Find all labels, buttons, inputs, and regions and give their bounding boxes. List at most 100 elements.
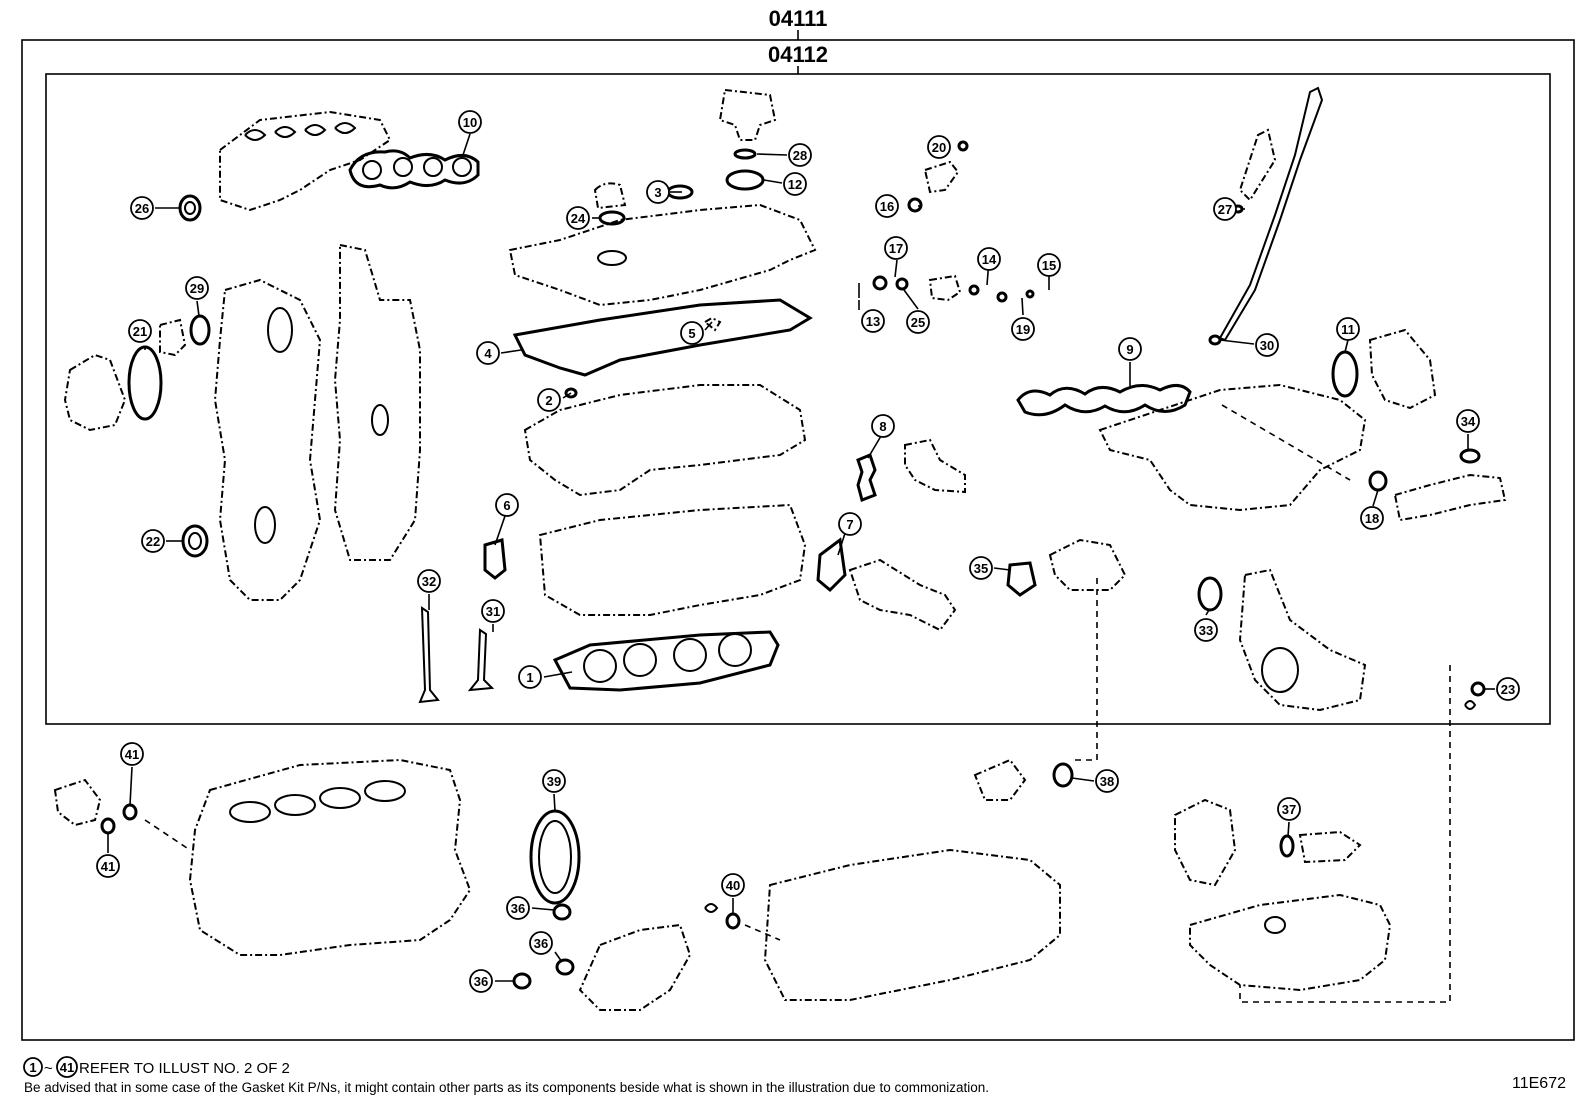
callout-24: 24 [566, 206, 590, 230]
gasket-33-drawing [1197, 576, 1223, 612]
callout-36b: 36 [529, 931, 553, 955]
callout-label: 13 [866, 314, 880, 329]
oil-dipstick-drawing [1218, 86, 1324, 342]
callout-27: 27 [1213, 197, 1237, 221]
callout-label: 37 [1282, 802, 1296, 817]
intake-manifold-drawing [1098, 383, 1367, 512]
timing-cover-seal-21-drawing [127, 345, 163, 421]
temp-sensor-drawing [928, 274, 962, 302]
callout-label: 14 [982, 252, 997, 267]
exhaust-manifold-gasket-drawing [348, 149, 480, 190]
callout-38: 38 [1095, 769, 1119, 793]
o-ring-29-drawing [189, 314, 211, 346]
gasket-18-drawing [1368, 470, 1388, 492]
valve-31-drawing [467, 628, 495, 692]
leader-lines [107, 133, 1495, 982]
o-ring-28-drawing [733, 148, 757, 160]
callout-13: 13 [861, 309, 885, 333]
drain-plug-gasket-23-drawing [1470, 681, 1486, 697]
callout-32: 32 [417, 569, 441, 593]
callout-label: 36 [534, 936, 548, 951]
callout-8: 8 [871, 414, 895, 438]
callout-label: 41 [125, 747, 139, 762]
gasket-38-drawing [1052, 762, 1074, 788]
callout-40: 40 [721, 873, 745, 897]
callout-29: 29 [185, 276, 209, 300]
callout-7: 7 [838, 512, 862, 536]
callout-label: 23 [1501, 682, 1515, 697]
head-gasket-1-drawing [552, 630, 780, 692]
callout-22: 22 [141, 529, 165, 553]
callout-30: 30 [1255, 333, 1279, 357]
o-ring-36c-drawing [512, 972, 532, 990]
washer-17-drawing [872, 275, 888, 291]
o-ring-41a-drawing [122, 803, 138, 821]
footer-tilde: ~ [44, 1060, 53, 1077]
o-ring-41b-drawing [100, 817, 116, 835]
gasket-35-drawing [1006, 561, 1037, 597]
oil-pump-drawing [578, 923, 692, 1011]
callout-label: 15 [1042, 258, 1056, 273]
gasket-16-drawing [907, 197, 923, 213]
o-ring-36b-drawing [555, 958, 575, 976]
o-ring-30-drawing [1208, 334, 1222, 346]
callout-label: 34 [1461, 414, 1476, 429]
callout-label: 1 [526, 670, 533, 685]
callout-41b: 41 [96, 854, 120, 878]
callout-label: 29 [190, 281, 204, 296]
air-intake-connector-drawing [1393, 473, 1507, 522]
footer-range-end-circle [56, 1056, 78, 1078]
callout-label: 9 [1126, 342, 1133, 357]
o-ring-37-drawing [1279, 834, 1295, 858]
egr-pipe-drawing [973, 758, 1027, 801]
callout-label: 12 [788, 177, 802, 192]
cylinder-block-drawing [188, 758, 472, 956]
callout-label: 6 [503, 498, 510, 513]
part-drawings [53, 86, 1507, 1011]
callout-17: 17 [884, 236, 908, 260]
callout-label: 20 [932, 140, 946, 155]
crank-seal-22-drawing [181, 524, 209, 558]
vvt-solenoid-drawing [718, 88, 777, 141]
callout-36c: 36 [469, 969, 493, 993]
callout-label: 30 [1260, 338, 1274, 353]
timing-cover-front-drawing [333, 243, 421, 561]
callout-5: 5 [680, 321, 704, 345]
footer-note: Be advised that in some case of the Gask… [24, 1080, 989, 1095]
callout-label: 28 [793, 148, 807, 163]
exhaust-heat-shield-drawing [219, 110, 392, 212]
callout-20: 20 [927, 135, 951, 159]
valve-32-drawing [418, 606, 440, 704]
callout-26: 26 [130, 196, 154, 220]
callout-15: 15 [1037, 253, 1061, 277]
callout-label: 40 [726, 878, 740, 893]
kit-inner-frame [45, 73, 1551, 725]
callout-36a: 36 [506, 896, 530, 920]
callout-label: 11 [1341, 322, 1355, 337]
gasket-20-drawing [957, 140, 969, 152]
callout-31: 31 [481, 599, 505, 623]
timing-cover-right-drawing [1238, 568, 1367, 712]
callout-label: 7 [846, 517, 853, 532]
cylinder-head-cover-drawing [508, 203, 817, 307]
water-outlet-drawing [848, 558, 957, 632]
drain-plug-leader [1239, 665, 1451, 1003]
oil-filter-bracket-drawing [53, 778, 102, 827]
callout-10: 10 [458, 110, 482, 134]
callout-14: 14 [977, 247, 1001, 271]
callout-label: 35 [974, 561, 988, 576]
plug-gasket-2-drawing [564, 387, 578, 399]
callout-39: 39 [542, 769, 566, 793]
callout-label: 10 [463, 115, 477, 130]
callout-label: 24 [571, 211, 586, 226]
callout-label: 41 [101, 859, 115, 874]
callout-12: 12 [783, 172, 807, 196]
o-ring-40-drawing [725, 912, 741, 930]
oil-filter-housing-drawing [1174, 798, 1237, 887]
callout-label: 17 [889, 241, 903, 256]
callout-18: 18 [1360, 506, 1384, 530]
footer-range-start-circle [23, 1057, 43, 1077]
head-cover-gasket-4-drawing [512, 298, 813, 377]
callout-label: 32 [422, 574, 436, 589]
